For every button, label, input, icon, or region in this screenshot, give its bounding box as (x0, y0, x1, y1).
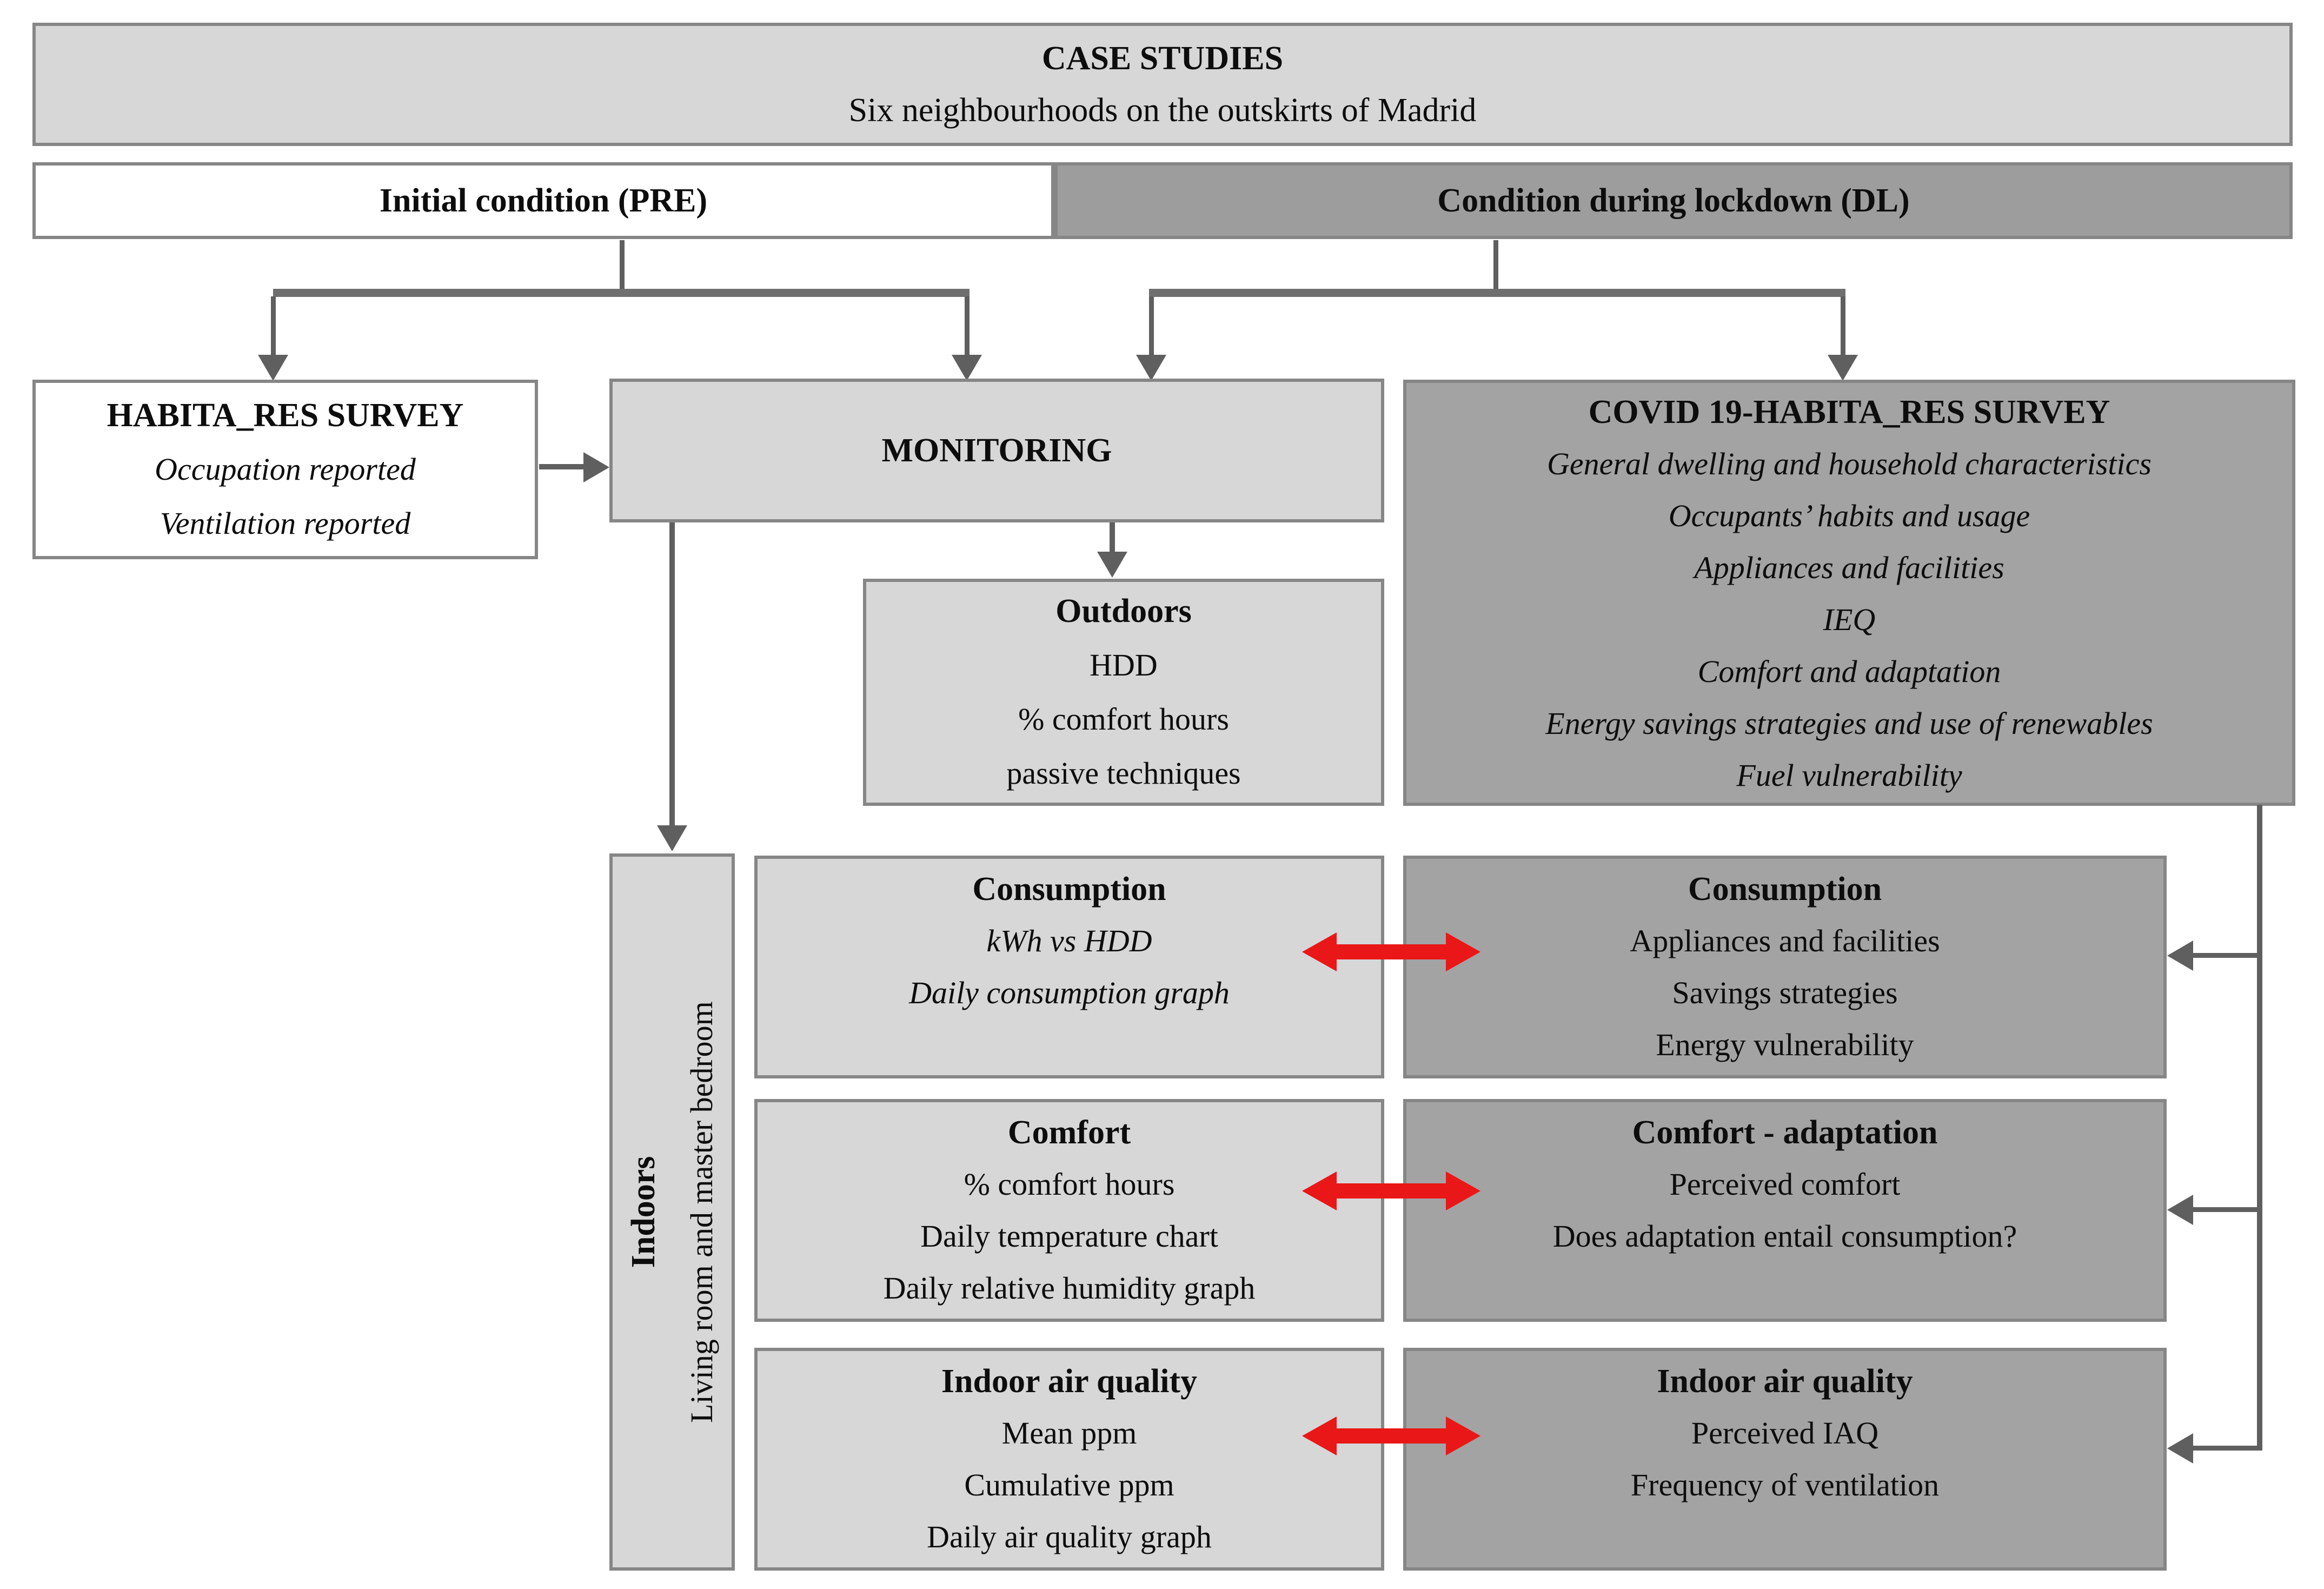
connector-pre-tbar (273, 289, 970, 297)
outdoors-line: HDD (1090, 647, 1158, 683)
covid-survey-line: Comfort and adaptation (1697, 654, 2001, 689)
arrow-down-pre-to-monitoring-icon (952, 355, 982, 381)
survey-consumption-line: Appliances and facilities (1630, 923, 1940, 958)
monitoring-box: MONITORING (609, 379, 1384, 522)
connector-dl-to-covid-line (1841, 296, 1845, 356)
covid-survey-line: General dwelling and household character… (1547, 446, 2152, 481)
connector-branch-comfort-line (2191, 1207, 2259, 1212)
connector-monitoring-to-indoors-line (669, 522, 675, 826)
connector-branch-iaq-line (2191, 1446, 2262, 1451)
arrow-left-into-iaq-icon (2167, 1433, 2193, 1464)
connector-pre-to-habita-line (271, 296, 276, 356)
connector-pre-to-monitoring-line (965, 296, 970, 356)
arrow-left-into-consumption-icon (2167, 941, 2193, 971)
connector-dl-to-monitoring-line (1149, 296, 1154, 356)
covid-survey-box: COVID 19-HABITA_RES SURVEY General dwell… (1403, 380, 2295, 806)
phase-pre-box: Initial condition (PRE) (32, 162, 1054, 239)
connector-dl-stem (1493, 240, 1498, 291)
monitored-comfort-line: % comfort hours (964, 1167, 1175, 1202)
outdoors-line: passive techniques (1006, 756, 1241, 791)
survey-iaq-line: Frequency of ventilation (1630, 1467, 1940, 1502)
arrow-down-to-outdoors-icon (1097, 552, 1127, 578)
habita-survey-line: Occupation reported (155, 452, 416, 487)
covid-survey-line: Fuel vulnerability (1736, 758, 1962, 793)
monitored-consumption-line: Daily consumption graph (909, 975, 1230, 1010)
monitoring-title: MONITORING (881, 432, 1112, 469)
case-studies-subtitle: Six neighbourhoods on the outskirts of M… (848, 92, 1477, 129)
connector-pre-stem (620, 240, 625, 291)
survey-comfort-box: Comfort - adaptation Perceived comfort D… (1403, 1099, 2167, 1322)
habita-survey-title: HABITA_RES SURVEY (107, 397, 464, 434)
arrow-right-habita-to-monitoring-icon (583, 452, 609, 482)
red-double-arrow-consumption-icon (1302, 928, 1480, 976)
arrow-down-to-habita-icon (258, 355, 288, 381)
monitored-comfort-box: Comfort % comfort hours Daily temperatur… (754, 1099, 1384, 1322)
connector-habita-to-monitoring-line (539, 464, 586, 469)
covid-survey-line: Occupants’ habits and usage (1668, 498, 2030, 533)
habita-survey-box: HABITA_RES SURVEY Occupation reported Ve… (32, 380, 538, 559)
indoors-rotated-label: Indoors Living room and master bedroom (614, 860, 731, 1564)
monitored-iaq-line: Daily air quality graph (927, 1519, 1212, 1554)
survey-consumption-line: Savings strategies (1672, 975, 1898, 1010)
arrow-left-into-comfort-icon (2167, 1195, 2193, 1225)
arrow-down-to-indoors-icon (657, 825, 687, 851)
survey-consumption-box: Consumption Appliances and facilities Sa… (1403, 856, 2167, 1078)
arrow-down-to-covid-icon (1828, 355, 1858, 381)
outdoors-line: % comfort hours (1018, 701, 1229, 737)
indoors-subtitle: Living room and master bedroom (684, 1001, 719, 1423)
monitored-iaq-box: Indoor air quality Mean ppm Cumulative p… (754, 1348, 1384, 1571)
outdoors-box: Outdoors HDD % comfort hours passive tec… (863, 579, 1384, 806)
indoors-title: Indoors (625, 1156, 662, 1268)
phase-pre-label: Initial condition (PRE) (379, 182, 708, 219)
monitored-consumption-box: Consumption kWh vs HDD Daily consumption… (754, 856, 1384, 1078)
covid-survey-title: COVID 19-HABITA_RES SURVEY (1588, 394, 2110, 431)
covid-survey-line: Energy savings strategies and use of ren… (1545, 706, 2153, 741)
survey-iaq-box: Indoor air quality Perceived IAQ Frequen… (1403, 1348, 2167, 1571)
connector-monitoring-to-outdoors-line (1110, 522, 1115, 554)
connector-branch-consumption-line (2191, 953, 2259, 958)
case-studies-title: CASE STUDIES (1041, 40, 1284, 77)
monitored-iaq-line: Mean ppm (1001, 1415, 1137, 1451)
monitored-comfort-title: Comfort (1007, 1114, 1131, 1151)
monitored-iaq-line: Cumulative ppm (964, 1467, 1174, 1502)
indoors-box: Indoors Living room and master bedroom (609, 853, 735, 1571)
outdoors-title: Outdoors (1055, 593, 1192, 630)
connector-dl-tbar (1149, 289, 1845, 297)
survey-comfort-line: Perceived comfort (1669, 1167, 1901, 1202)
red-double-arrow-comfort-icon (1302, 1167, 1480, 1215)
phase-dl-label: Condition during lockdown (DL) (1437, 182, 1910, 219)
monitored-consumption-title: Consumption (972, 871, 1166, 908)
red-double-arrow-iaq-icon (1302, 1412, 1480, 1460)
survey-consumption-line: Energy vulnerability (1656, 1027, 1914, 1062)
survey-comfort-title: Comfort - adaptation (1632, 1114, 1938, 1151)
survey-iaq-title: Indoor air quality (1657, 1363, 1913, 1400)
arrow-down-dl-to-monitoring-icon (1136, 355, 1166, 381)
phase-dl-box: Condition during lockdown (DL) (1054, 162, 2293, 239)
monitored-consumption-line: kWh vs HDD (986, 923, 1152, 958)
connector-covid-feedback-line (2257, 805, 2262, 1451)
covid-survey-line: IEQ (1823, 602, 1876, 637)
monitored-iaq-title: Indoor air quality (941, 1363, 1198, 1400)
survey-comfort-line: Does adaptation entail consumption? (1552, 1219, 2017, 1254)
monitored-comfort-line: Daily relative humidity graph (883, 1270, 1256, 1306)
survey-iaq-line: Perceived IAQ (1691, 1415, 1879, 1451)
case-studies-box: CASE STUDIES Six neighbourhoods on the o… (32, 23, 2293, 146)
habita-survey-line: Ventilation reported (160, 506, 411, 541)
survey-consumption-title: Consumption (1688, 871, 1882, 908)
covid-survey-line: Appliances and facilities (1694, 550, 2004, 585)
monitored-comfort-line: Daily temperature chart (920, 1219, 1218, 1254)
